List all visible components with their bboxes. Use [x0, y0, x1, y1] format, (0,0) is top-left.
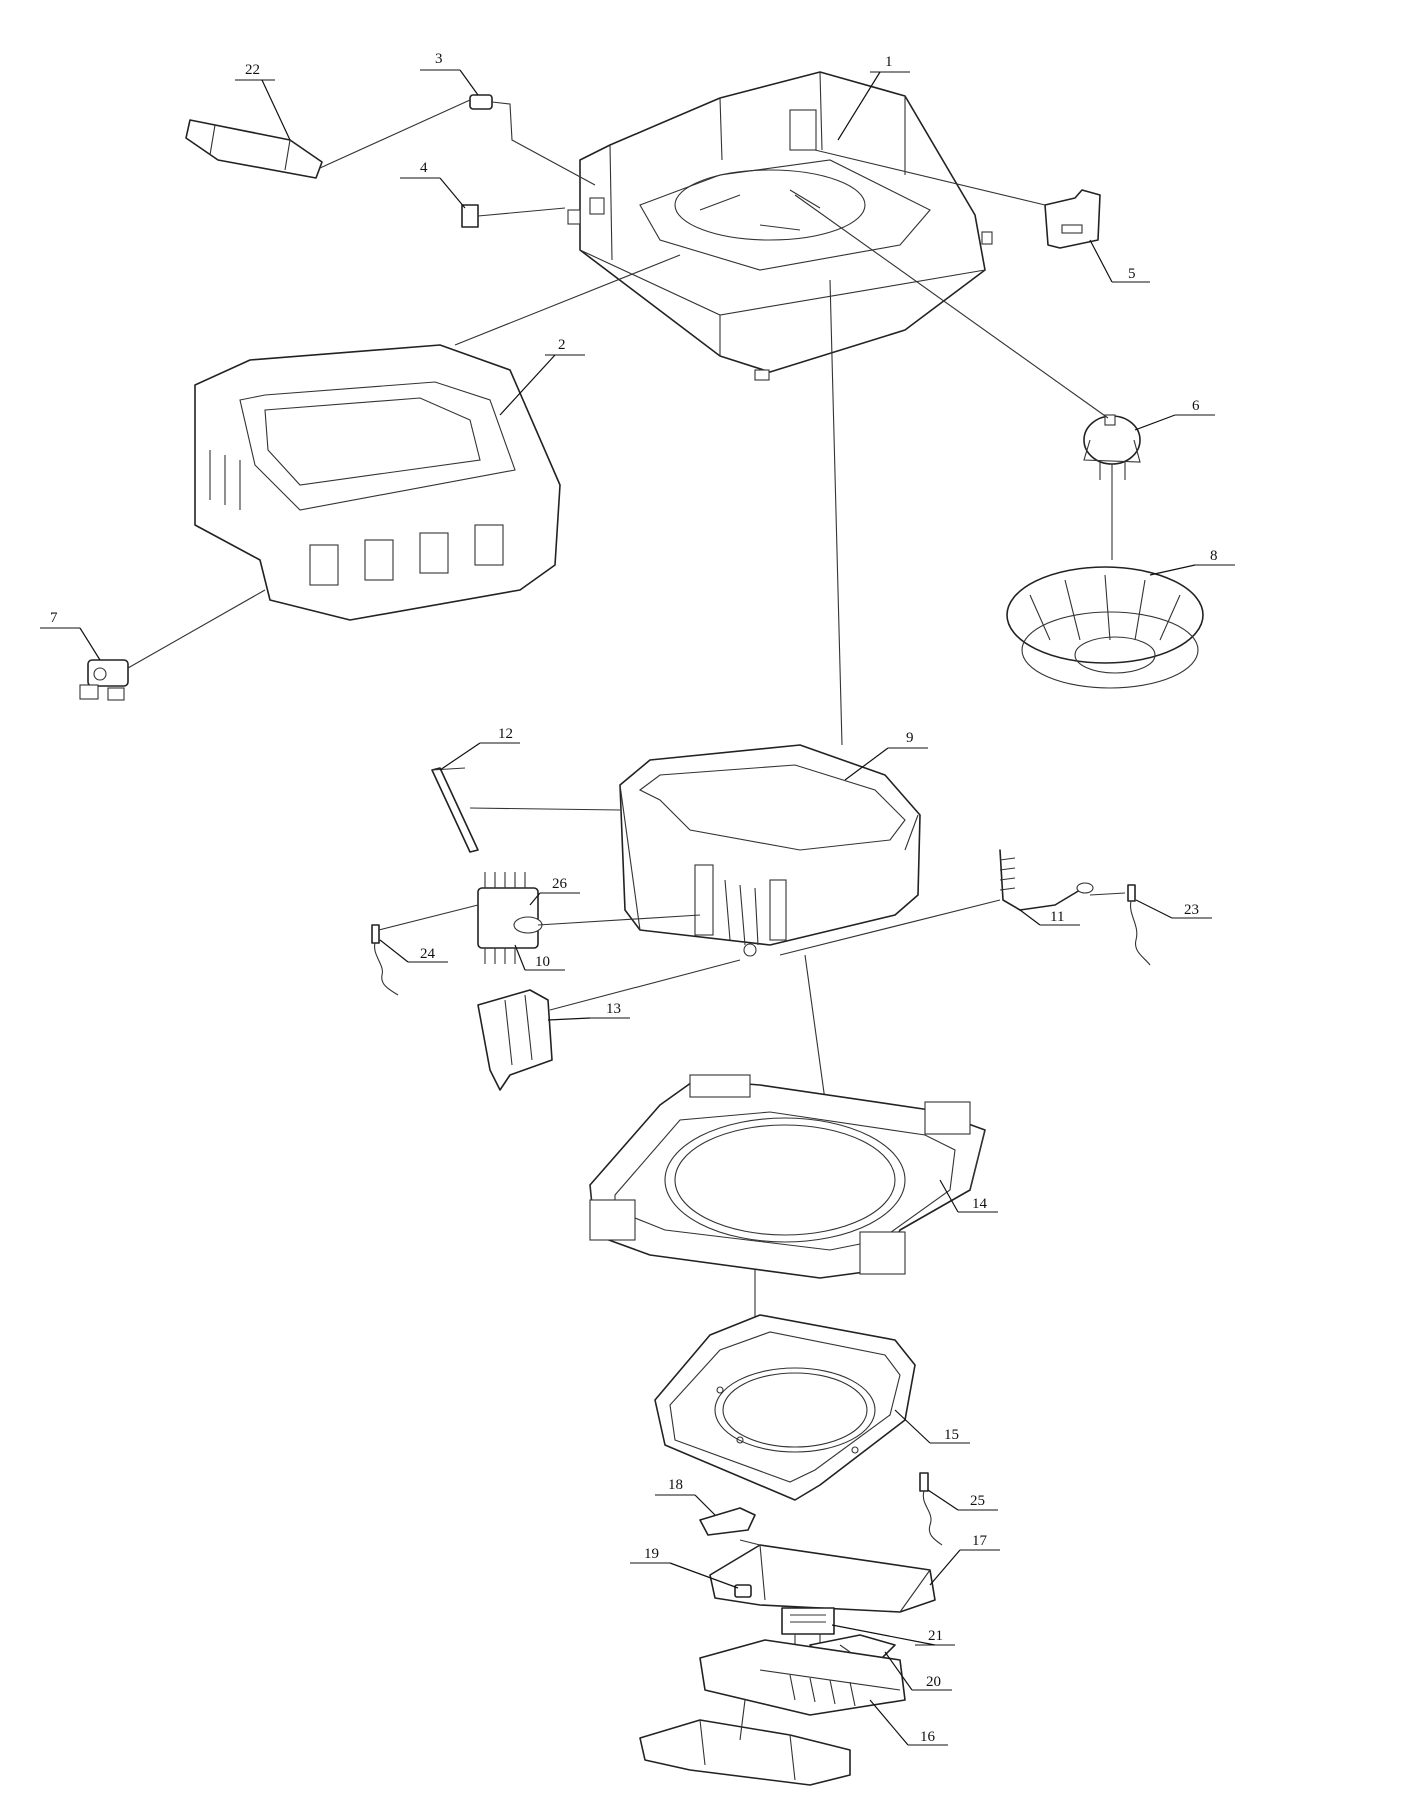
callout-label-8: 8 [1210, 548, 1218, 564]
part-13-support-bracket [477, 959, 741, 1091]
callout-label-26: 26 [552, 876, 568, 892]
part-4-bracket [461, 204, 566, 228]
callout-label-9: 9 [906, 730, 914, 746]
part-23-sensor [1127, 884, 1151, 966]
callout-label-23: 23 [1184, 902, 1199, 918]
callout-label-11: 11 [1050, 909, 1064, 925]
part-9-drain-pan [619, 744, 921, 957]
part-14-panel-frame [589, 1074, 986, 1279]
callout-label-10: 10 [535, 954, 550, 970]
callout-label-1: 1 [885, 54, 893, 70]
callouts: 1 2 3 4 5 6 7 8 9 10 [40, 51, 1235, 1746]
callout-label-20: 20 [926, 1674, 941, 1690]
part-12-rod [431, 767, 621, 853]
callout-label-6: 6 [1192, 398, 1200, 414]
part-7-valve [79, 589, 266, 701]
callout-label-16: 16 [920, 1729, 936, 1745]
assembly-axis-2 [454, 254, 681, 346]
callout-label-5: 5 [1128, 266, 1136, 282]
callout-label-4: 4 [420, 160, 428, 176]
callout-label-12: 12 [498, 726, 513, 742]
callout-label-18: 18 [668, 1477, 683, 1493]
part-1-housing [567, 71, 993, 381]
part-2-insulation-frame [194, 344, 561, 621]
callout-label-15: 15 [944, 1427, 959, 1443]
callout-label-24: 24 [420, 946, 436, 962]
part-5-mount-bracket [814, 149, 1101, 249]
callout-label-3: 3 [435, 51, 443, 67]
callout-label-19: 19 [644, 1546, 659, 1562]
part-18-small-plate [699, 1507, 756, 1536]
callout-label-22: 22 [245, 62, 260, 78]
callout-label-7: 7 [50, 610, 58, 626]
assembly-axis-3 [804, 954, 826, 1101]
part-6-fan-motor [794, 194, 1141, 560]
part-8-fan-wheel [1006, 566, 1204, 689]
part-25-sensor [919, 1472, 943, 1546]
part-3-sensor [469, 94, 596, 186]
part-15-panel-plate [654, 1314, 916, 1501]
callout-label-14: 14 [972, 1196, 988, 1212]
callout-label-17: 17 [972, 1533, 988, 1549]
assembly-axis-1 [829, 279, 843, 746]
part-16-display-chassis [639, 1639, 906, 1786]
callout-label-2: 2 [558, 337, 566, 353]
part-19-clip [734, 1584, 752, 1598]
callout-label-25: 25 [970, 1493, 985, 1509]
part-26-pipe-assembly [477, 872, 701, 964]
part-17-louver [709, 1539, 936, 1613]
part-24-sensor [371, 904, 479, 996]
callout-label-13: 13 [606, 1001, 621, 1017]
callout-label-21: 21 [928, 1628, 943, 1644]
